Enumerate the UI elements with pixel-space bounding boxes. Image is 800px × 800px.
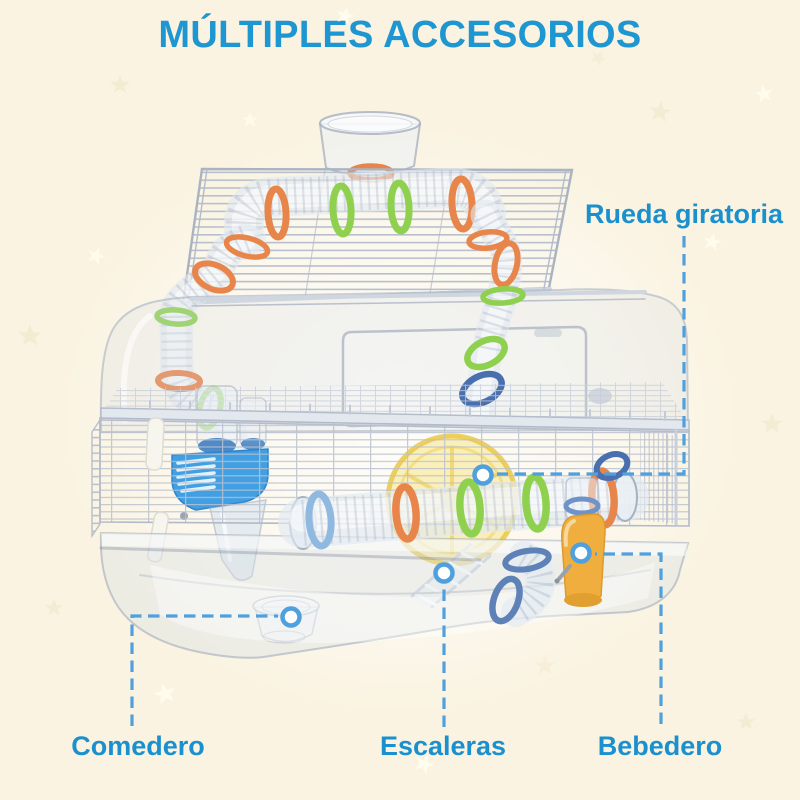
- right-ring-orange-1: [466, 229, 510, 251]
- left-ring-orange-2: [192, 260, 236, 294]
- right-ring-orange-2: [491, 240, 521, 288]
- elbow-ring-blue-1: [502, 547, 552, 573]
- callout-lines: [130, 236, 686, 727]
- callout-label-rueda-giratoria: Rueda giratoria: [584, 199, 784, 229]
- right-ring-green-2: [464, 335, 508, 371]
- door-handle: [534, 329, 562, 337]
- top-ring-orange-1: [264, 185, 290, 241]
- tube-run-top: [223, 167, 506, 260]
- tube-right-descent: [459, 199, 526, 430]
- bottle-spout: [556, 564, 572, 582]
- elbow-ring-blue-2: [489, 575, 523, 625]
- side-mesh-right: [640, 430, 678, 524]
- bottle-ring-blue: [563, 496, 601, 516]
- side-mesh-left: [91, 417, 101, 539]
- top-ring-orange-2: [448, 175, 476, 233]
- callout-markers: [280, 464, 592, 628]
- lower-ring-green-1: [456, 478, 484, 538]
- callout-label-escaleras: Escaleras: [379, 731, 507, 761]
- cage-illustration: [91, 111, 690, 659]
- lower-ring-orange-1: [392, 483, 420, 543]
- lower-ring-green-2: [522, 473, 550, 533]
- right-ring-green-1: [480, 286, 526, 306]
- callout-line-rueda: [497, 236, 686, 476]
- top-ring-green-1: [329, 182, 355, 238]
- callout-marker-bebedero: [570, 542, 592, 564]
- left-ring-orange-elbow: [223, 234, 271, 260]
- top-ring-green-2: [387, 179, 413, 235]
- food-dish: [252, 595, 320, 644]
- callout-line-bebedero: [595, 552, 663, 724]
- callout-label-comedero: Comedero: [71, 731, 205, 761]
- page-title: MÚLTIPLES ACCESORIOS: [158, 14, 642, 56]
- callout-line-comedero: [130, 614, 278, 726]
- callout-label-bebedero: Bebedero: [597, 731, 723, 761]
- callout-marker-escaleras: [433, 562, 455, 584]
- callout-marker-comedero: [280, 606, 302, 628]
- lower-ring-lightblue: [305, 490, 335, 550]
- callout-marker-rueda: [472, 464, 494, 486]
- tube-elbow-down: [489, 541, 556, 627]
- left-ring-green-1: [154, 307, 198, 327]
